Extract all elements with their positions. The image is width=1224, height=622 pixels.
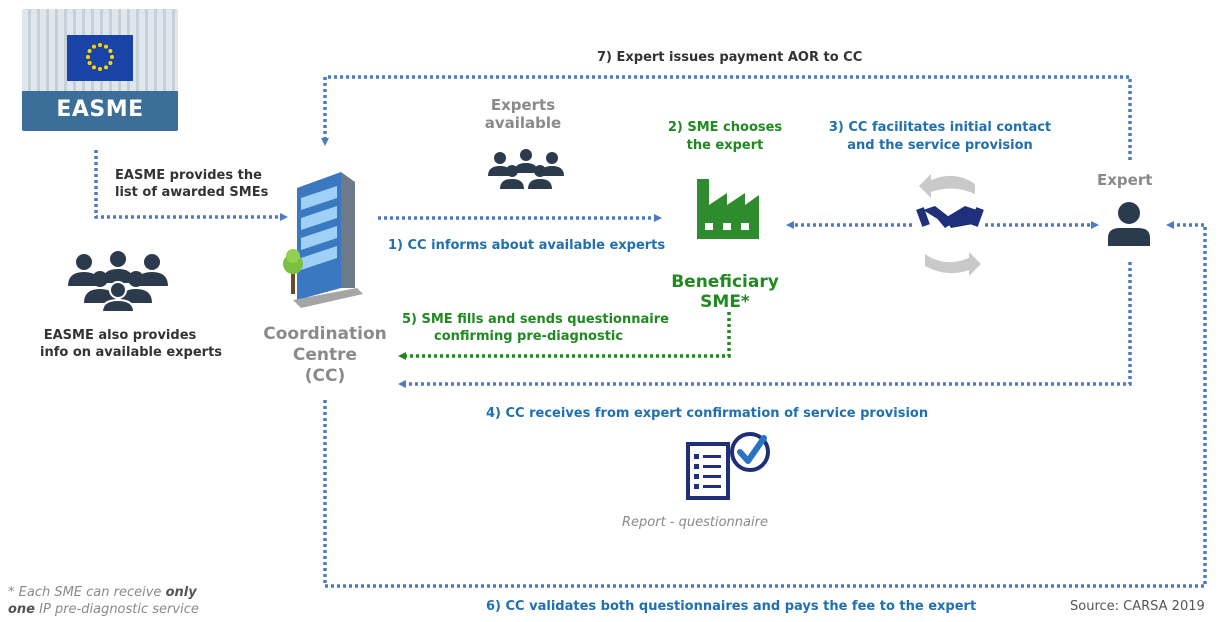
cc-line2: Centre <box>292 345 358 365</box>
easme-provides-line1: EASME provides the <box>115 168 262 183</box>
footnote-line2: one IP pre-diagnostic service <box>8 602 199 618</box>
step3-line1: 3) CC facilitates initial contact <box>828 120 1052 135</box>
easme-experts-group-icon <box>68 251 168 312</box>
factory-icon <box>697 179 759 239</box>
experts-available-line1: Experts <box>490 96 556 114</box>
expert-label: Expert <box>1097 171 1153 189</box>
handshake-icon <box>916 174 984 276</box>
logo-name: EASME <box>56 97 144 122</box>
footnote-line1: * Each SME can receive only <box>8 585 197 601</box>
easme-provides-line2: list of awarded SMEs <box>115 185 269 200</box>
experts-available-line2: available <box>484 114 562 132</box>
arrow-step4 <box>398 262 1132 388</box>
experts-group-icon <box>488 149 564 189</box>
building-icon <box>283 172 363 308</box>
footnote-line1-b: only <box>165 585 197 600</box>
step7-label: 7) Expert issues payment AOR to CC <box>597 50 863 65</box>
easme-also-line2: info on available experts <box>40 345 223 360</box>
step3-line2: and the service provision <box>847 138 1033 153</box>
step1-label: 1) CC informs about available experts <box>388 238 666 253</box>
arrow-easme-to-cc <box>94 150 288 221</box>
footnote-line2-b: IP pre-diagnostic service <box>35 602 199 617</box>
step5-line1: 5) SME fills and sends questionnaire <box>402 312 669 327</box>
source-label: Source: CARSA 2019 <box>1070 599 1205 614</box>
step5-line2: confirming pre-diagnostic <box>434 329 624 344</box>
step4-label: 4) CC receives from expert confirmation … <box>486 406 929 421</box>
easme-logo: EASME <box>22 9 178 131</box>
expert-person-icon <box>1108 202 1150 246</box>
beneficiary-line2: SME* <box>700 292 750 312</box>
report-questionnaire-icon <box>686 432 770 500</box>
report-label: Report - questionnaire <box>622 515 768 530</box>
eu-flag-icon <box>67 35 133 81</box>
cc-line1: Coordination <box>263 324 387 344</box>
beneficiary-line1: Beneficiary <box>671 272 779 292</box>
step2-line1: 2) SME chooses <box>667 120 783 135</box>
arrow-step7 <box>321 75 1132 160</box>
cc-line3: (CC) <box>304 366 346 386</box>
step6-label: 6) CC validates both questionnaires and … <box>486 599 977 614</box>
footnote-line2-a: one <box>8 602 36 617</box>
step2-line2: the expert <box>686 138 764 153</box>
arrow-step5 <box>398 312 731 360</box>
easme-also-line1: EASME also provides <box>43 328 197 343</box>
footnote-line1-a: * Each SME can receive <box>8 585 166 600</box>
